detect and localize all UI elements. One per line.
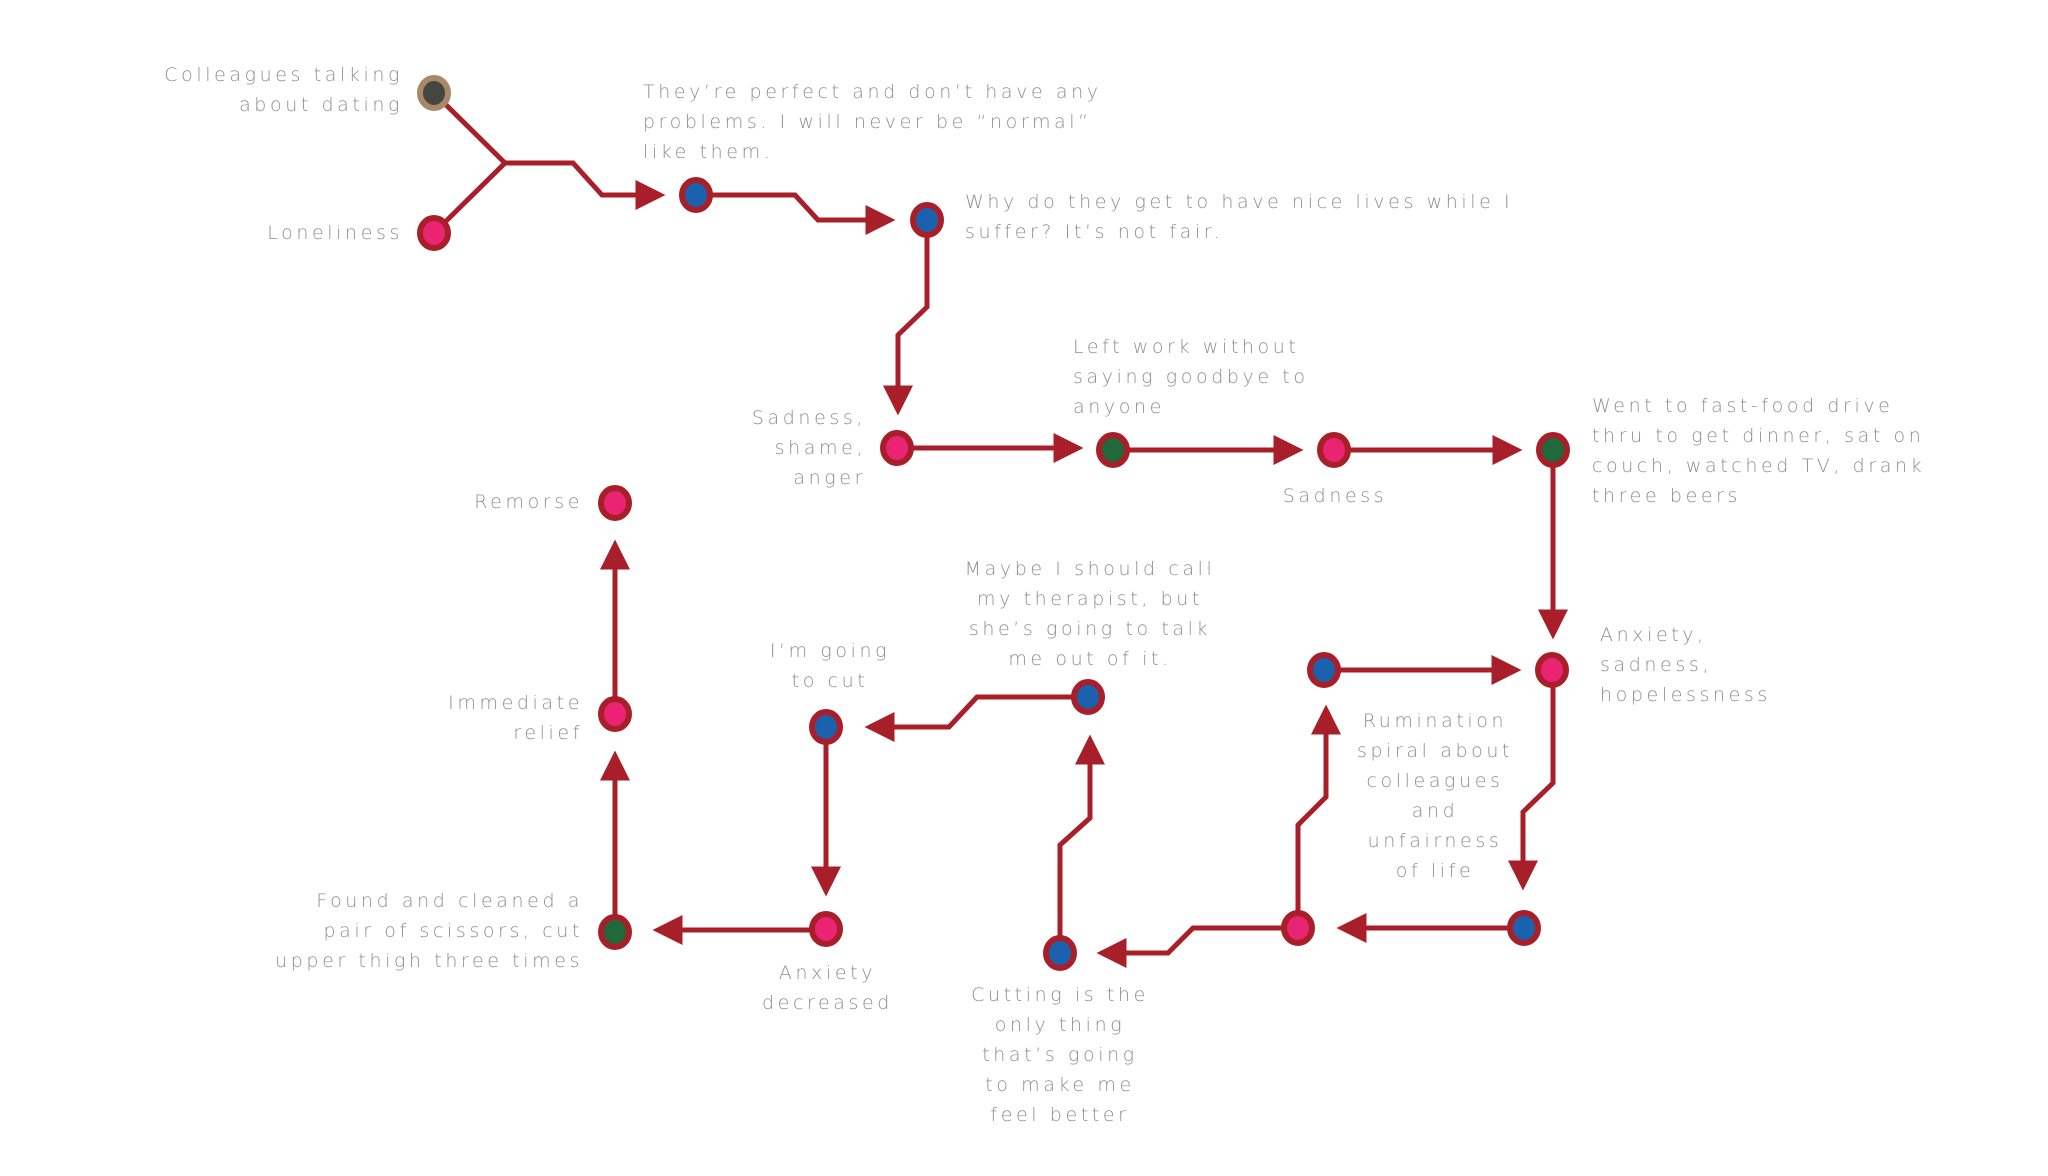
node-n0-trigger bbox=[417, 75, 451, 111]
node-label-why-do-they: Why do they get to have nice lives while… bbox=[965, 191, 1514, 243]
node-n6-emotion bbox=[1317, 432, 1351, 468]
node-n14-thought bbox=[809, 709, 843, 745]
node-n10-thought bbox=[1507, 910, 1541, 946]
node-label-anxiety-sadness-hopelessness: Anxiety, sadness, hopelessness bbox=[1600, 624, 1771, 706]
node-n13-thought bbox=[1071, 679, 1105, 715]
node-n16-behavior bbox=[598, 914, 632, 950]
node-n18-emotion bbox=[598, 485, 632, 521]
node-n2-thought bbox=[679, 177, 713, 213]
node-label-cutting-only-thing: Cutting is the only thing that’s going t… bbox=[971, 984, 1149, 1126]
node-label-loneliness: Loneliness bbox=[267, 222, 403, 244]
node-label-sadness-shame-anger: Sadness, shame, anger bbox=[751, 407, 866, 489]
node-label-immediate-relief: Immediate relief bbox=[448, 692, 583, 744]
node-n8-emotion bbox=[1535, 652, 1569, 688]
node-n17-emotion bbox=[598, 696, 632, 732]
edge-n11-n9 bbox=[1295, 704, 1341, 928]
node-n5-behavior bbox=[1096, 432, 1130, 468]
node-label-colleagues-talking: Colleagues talking about dating bbox=[164, 64, 403, 116]
node-n1-emotion bbox=[417, 215, 451, 251]
node-n9-thought bbox=[1307, 652, 1341, 688]
node-label-anxiety-decreased: Anxiety decreased bbox=[762, 962, 893, 1014]
edge-n8-n10 bbox=[1508, 670, 1556, 891]
node-label-rumination: Rumination spiral about colleagues and u… bbox=[1356, 710, 1514, 882]
node-label-left-work: Left work without saying goodbye to anyo… bbox=[1073, 336, 1309, 418]
node-label-sadness: Sadness bbox=[1282, 485, 1388, 507]
edge-n3-n4 bbox=[883, 220, 930, 416]
node-n7-behavior bbox=[1536, 432, 1570, 468]
node-n11-emotion bbox=[1281, 910, 1315, 946]
edge-n13-n14 bbox=[864, 694, 1088, 742]
node-n3-thought bbox=[910, 202, 944, 238]
edge-n1-n2 bbox=[432, 160, 666, 235]
node-label-call-therapist: Maybe I should call my therapist, but sh… bbox=[964, 558, 1216, 670]
edge-n2-n3 bbox=[696, 192, 896, 235]
node-label-fast-food: Went to fast-food drive thru to get dinn… bbox=[1592, 395, 1926, 507]
node-n12-thought bbox=[1043, 935, 1077, 971]
edge-n12-n13 bbox=[1057, 734, 1105, 953]
node-n4-emotion bbox=[880, 430, 914, 466]
node-label-found-scissors: Found and cleaned a pair of scissors, cu… bbox=[275, 890, 583, 972]
node-label-going-to-cut: I’m going to cut bbox=[769, 640, 891, 692]
node-label-theyre-perfect: They’re perfect and don’t have any probl… bbox=[643, 81, 1102, 163]
edge-n11-n12 bbox=[1096, 925, 1298, 968]
node-label-remorse: Remorse bbox=[474, 491, 583, 513]
node-n15-emotion bbox=[809, 911, 843, 947]
